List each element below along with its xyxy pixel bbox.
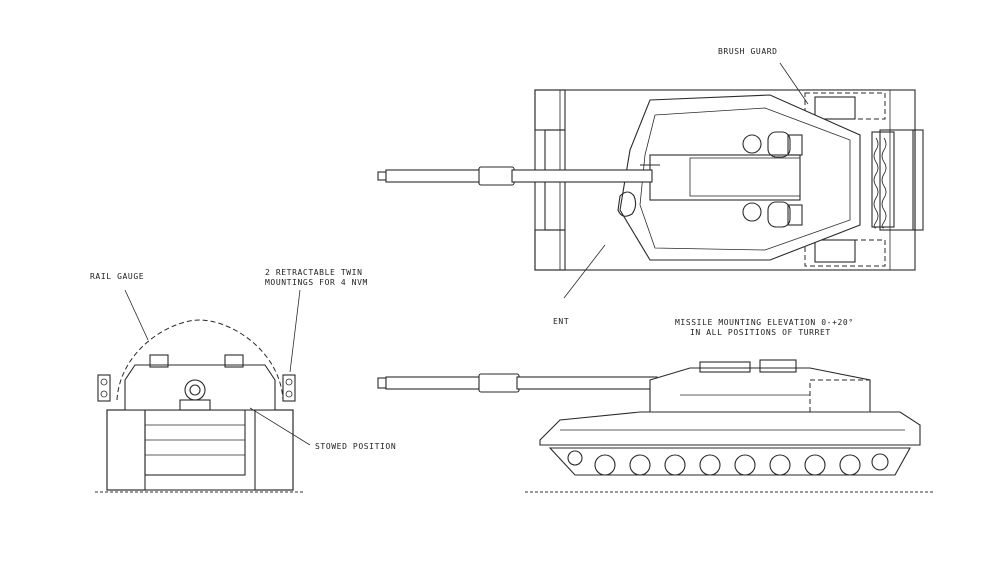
- mountings-label-line1: 2 RETRACTABLE TWIN: [265, 268, 363, 277]
- left-track-front: [106, 409, 146, 491]
- side-turret: [649, 367, 871, 413]
- brush-guard-leader: [779, 62, 809, 105]
- missile-mounting-label-line1: MISSILE MOUNTING ELEVATION 0-+20°: [675, 318, 854, 327]
- brush-guard-left: [814, 96, 856, 120]
- ent-label: ENT: [553, 317, 570, 326]
- rail-gauge-label: RAIL GAUGE: [90, 272, 145, 281]
- drive-sprocket: [567, 450, 583, 466]
- road-wheel: [769, 454, 791, 476]
- road-wheel: [734, 454, 756, 476]
- gun-barrel-rear-side: [516, 376, 658, 390]
- gun-barrel-side: [385, 376, 482, 390]
- side-track: [548, 447, 911, 476]
- side-sight: [759, 359, 797, 373]
- muzzle-brake-top: [377, 171, 387, 181]
- fume-extractor-top: [478, 166, 515, 186]
- commander-hatch: [742, 134, 762, 154]
- road-wheel: [699, 454, 721, 476]
- stowed-leader: [249, 407, 311, 446]
- stowed-position-label: STOWED POSITION: [315, 442, 397, 451]
- road-wheel: [664, 454, 686, 476]
- driver-hatch: [617, 191, 637, 217]
- rail-gauge-envelope: [116, 319, 284, 401]
- nvm-mount-left: [97, 374, 111, 402]
- road-wheel: [629, 454, 651, 476]
- gun-barrel-top: [385, 169, 482, 183]
- mountings-label-line2: MOUNTINGS FOR 4 NVM: [265, 278, 368, 287]
- engine-grille: [871, 131, 895, 228]
- front-glacis-plate: [144, 409, 246, 476]
- front-glacis: [879, 129, 916, 231]
- brush-guard-label: BRUSH GUARD: [718, 47, 778, 56]
- ent-leader: [563, 244, 606, 299]
- rear-left-fender: [534, 89, 566, 131]
- brush-guard-right: [814, 239, 856, 263]
- top-view: [377, 62, 924, 299]
- sight-left: [767, 131, 791, 158]
- side-hull: [539, 411, 921, 446]
- gunner-hatch: [742, 202, 762, 222]
- idler-wheel: [871, 453, 889, 471]
- side-cupola: [699, 361, 751, 373]
- front-turret: [124, 364, 276, 411]
- front-view: [95, 289, 311, 493]
- front-sight-left: [149, 354, 169, 368]
- rail-gauge-leader: [124, 289, 149, 341]
- muzzle-brake-side: [377, 377, 387, 389]
- fume-extractor-side: [478, 373, 520, 393]
- front-hull: [106, 409, 294, 491]
- grille-pattern: [873, 137, 879, 229]
- front-sight-right: [224, 354, 244, 368]
- sight-right: [767, 201, 791, 228]
- turret-outline: [619, 94, 861, 261]
- rear-right-fender: [534, 229, 566, 271]
- road-wheel: [594, 454, 616, 476]
- front-plate: [912, 129, 924, 231]
- mountings-leader: [289, 289, 301, 373]
- right-track-front: [254, 409, 294, 491]
- gun-barrel-rear-top: [511, 169, 653, 183]
- road-wheel: [839, 454, 861, 476]
- nvm-mount-right: [282, 374, 296, 402]
- missile-mounting-label-line2: IN ALL POSITIONS OF TURRET: [690, 328, 831, 337]
- road-wheel: [804, 454, 826, 476]
- side-view: [377, 359, 935, 493]
